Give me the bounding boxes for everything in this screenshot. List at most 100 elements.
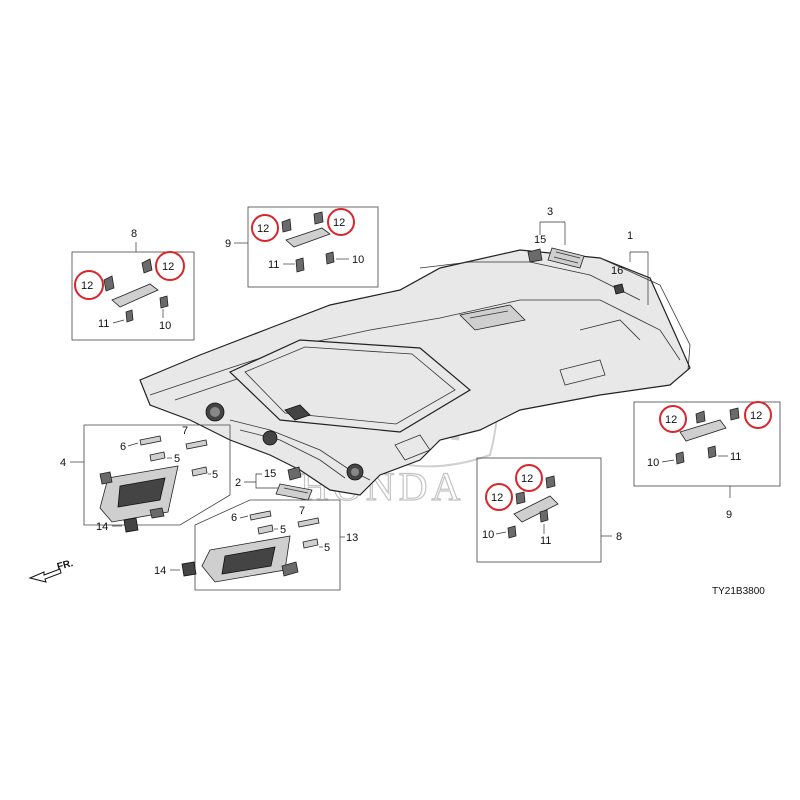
visor-clip-part xyxy=(281,561,299,577)
callout-box-13 xyxy=(194,499,341,591)
callout-12: 12 xyxy=(257,223,269,235)
highlight-ring xyxy=(485,483,513,511)
highlight-ring xyxy=(74,270,104,300)
callout-group-8-left: 8 12 12 11 10 xyxy=(71,228,195,341)
vanity-mirror-part xyxy=(117,477,166,508)
bar-part xyxy=(139,435,162,446)
screw-part xyxy=(325,251,335,265)
grab-handle-part xyxy=(513,495,559,523)
bar-part xyxy=(185,439,208,450)
cover-cap-part xyxy=(515,491,526,505)
callout-group-4: 4 6 7 5 5 14 xyxy=(60,424,231,533)
cover-cap-part xyxy=(313,211,324,225)
diagram-code: TY21B3800 xyxy=(712,586,765,597)
callout-5: 5 xyxy=(174,453,180,465)
visor-clip-part xyxy=(149,507,165,519)
screw-part xyxy=(707,445,717,459)
callout-11: 11 xyxy=(268,259,279,271)
clip-part xyxy=(125,309,134,323)
callout-group-8-right: 12 12 10 11 8 xyxy=(476,457,622,563)
highlight-ring xyxy=(515,464,543,492)
callout-1: 1 xyxy=(627,230,633,242)
screw-part xyxy=(539,509,549,523)
callout-12: 12 xyxy=(162,261,174,273)
screw-part xyxy=(159,295,169,309)
callout-15: 15 xyxy=(264,468,276,480)
clip-part xyxy=(527,248,543,263)
highlight-ring xyxy=(327,208,355,236)
callout-2: 2 xyxy=(235,477,241,489)
highlight-ring xyxy=(744,401,772,429)
clip-part xyxy=(287,466,302,481)
callout-12: 12 xyxy=(491,492,503,504)
spring-part xyxy=(302,538,319,549)
callout-11: 11 xyxy=(730,451,741,463)
lamp-part xyxy=(547,247,585,269)
spring-part xyxy=(191,466,208,477)
callout-12: 12 xyxy=(665,414,677,426)
callout-9-right: 9 xyxy=(726,509,732,521)
callout-15: 15 xyxy=(534,234,546,246)
clip-part xyxy=(295,257,305,273)
callout-7: 7 xyxy=(299,505,305,517)
grab-handle-part xyxy=(285,227,331,248)
callout-10: 10 xyxy=(159,320,171,332)
callout-group-1: 1 16 xyxy=(611,230,649,305)
callout-box-9-top xyxy=(247,206,379,288)
front-direction-indicator: FR. xyxy=(28,558,75,583)
callout-16: 16 xyxy=(611,265,623,277)
spring-part xyxy=(257,524,274,535)
cover-cap-part xyxy=(281,218,292,233)
callout-6: 6 xyxy=(231,512,237,524)
callout-8-left: 8 xyxy=(131,228,137,240)
fastener-part xyxy=(613,283,625,295)
highlight-ring xyxy=(659,405,687,433)
callout-5: 5 xyxy=(280,524,286,536)
front-label: FR. xyxy=(56,558,75,573)
cover-cap-part xyxy=(729,407,740,421)
callout-box-9-right xyxy=(633,401,781,487)
callout-box-8-right xyxy=(476,457,602,563)
headlining-panel xyxy=(139,249,691,496)
cover-cap-part xyxy=(695,410,706,424)
clip-part xyxy=(675,451,685,465)
callout-7: 7 xyxy=(182,425,188,437)
callout-box-8-left xyxy=(71,251,195,341)
callout-box-4 xyxy=(83,424,231,526)
callout-5: 5 xyxy=(324,542,330,554)
callout-10: 10 xyxy=(647,457,659,469)
cover-cap-part xyxy=(545,475,556,489)
callout-11: 11 xyxy=(540,535,551,547)
spring-part xyxy=(149,451,166,462)
callout-group-9-right: 12 12 10 11 9 xyxy=(633,401,781,521)
visor-holder-part xyxy=(123,517,139,533)
vanity-mirror-part xyxy=(221,546,276,575)
bar-part xyxy=(249,510,272,521)
callout-group-9-top: 9 12 12 11 10 xyxy=(225,206,379,288)
callout-12: 12 xyxy=(81,280,93,292)
callout-5: 5 xyxy=(212,469,218,481)
cover-cap-part xyxy=(141,258,153,274)
callout-group-3: 3 15 xyxy=(527,206,585,269)
callout-6: 6 xyxy=(120,441,126,453)
callout-group-13: 13 6 7 5 5 14 xyxy=(154,499,358,591)
grab-handle-part xyxy=(111,283,159,308)
callout-11: 11 xyxy=(98,318,109,330)
highlight-ring xyxy=(155,251,185,281)
callout-10: 10 xyxy=(352,254,364,266)
callout-8-right: 8 xyxy=(616,531,622,543)
callout-12: 12 xyxy=(750,410,762,422)
callout-4: 4 xyxy=(60,457,66,469)
callout-14: 14 xyxy=(154,565,166,577)
callout-12: 12 xyxy=(333,217,345,229)
front-arrow-icon xyxy=(28,568,62,583)
visor-holder-part xyxy=(181,561,197,577)
cover-cap-part xyxy=(103,275,115,292)
clip-part xyxy=(507,525,517,539)
callout-12: 12 xyxy=(521,473,533,485)
callout-3: 3 xyxy=(547,206,553,218)
callout-13: 13 xyxy=(346,532,358,544)
grab-handle-part xyxy=(679,419,727,442)
